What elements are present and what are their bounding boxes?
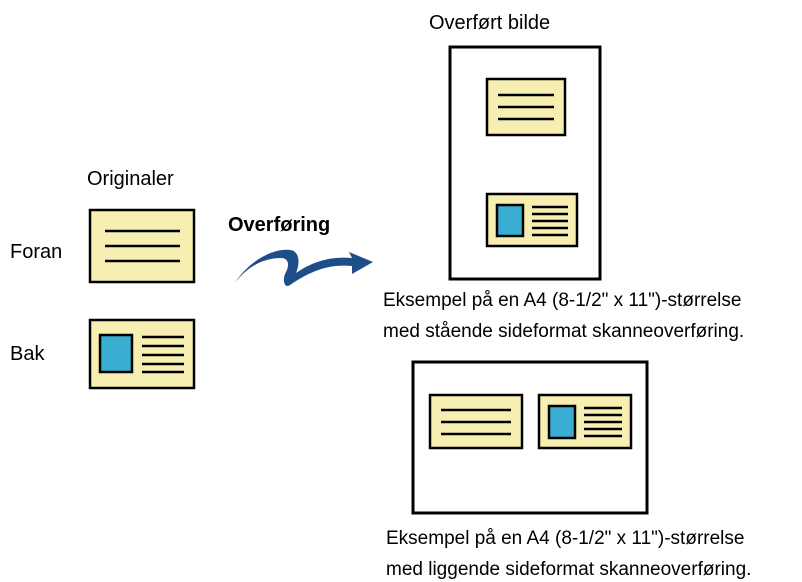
originals-heading: Originaler — [87, 168, 174, 190]
back-label: Bak — [10, 343, 45, 365]
portrait-caption-line1: Eksempel på en A4 (8-1/2" x 11")-størrel… — [383, 290, 742, 311]
original-front-card — [88, 208, 196, 284]
landscape-caption-line2: med liggende sideformat skanneoverføring… — [386, 559, 752, 580]
portrait-caption-line2: med stående sideformat skanneoverføring. — [383, 321, 745, 342]
front-label: Foran — [10, 241, 63, 263]
original-back-card — [88, 318, 196, 390]
result-heading: Overført bilde — [429, 12, 551, 34]
landscape-transferred-page — [411, 360, 649, 515]
transfer-label: Overføring — [228, 214, 331, 236]
landscape-caption-line1: Eksempel på en A4 (8-1/2" x 11")-størrel… — [386, 528, 745, 549]
portrait-transferred-page — [448, 45, 602, 281]
portrait-back-card — [485, 192, 579, 248]
portrait-front-card — [485, 77, 567, 137]
landscape-back-card — [537, 393, 633, 450]
transfer-arrow — [235, 249, 373, 286]
landscape-front-card — [428, 393, 524, 450]
